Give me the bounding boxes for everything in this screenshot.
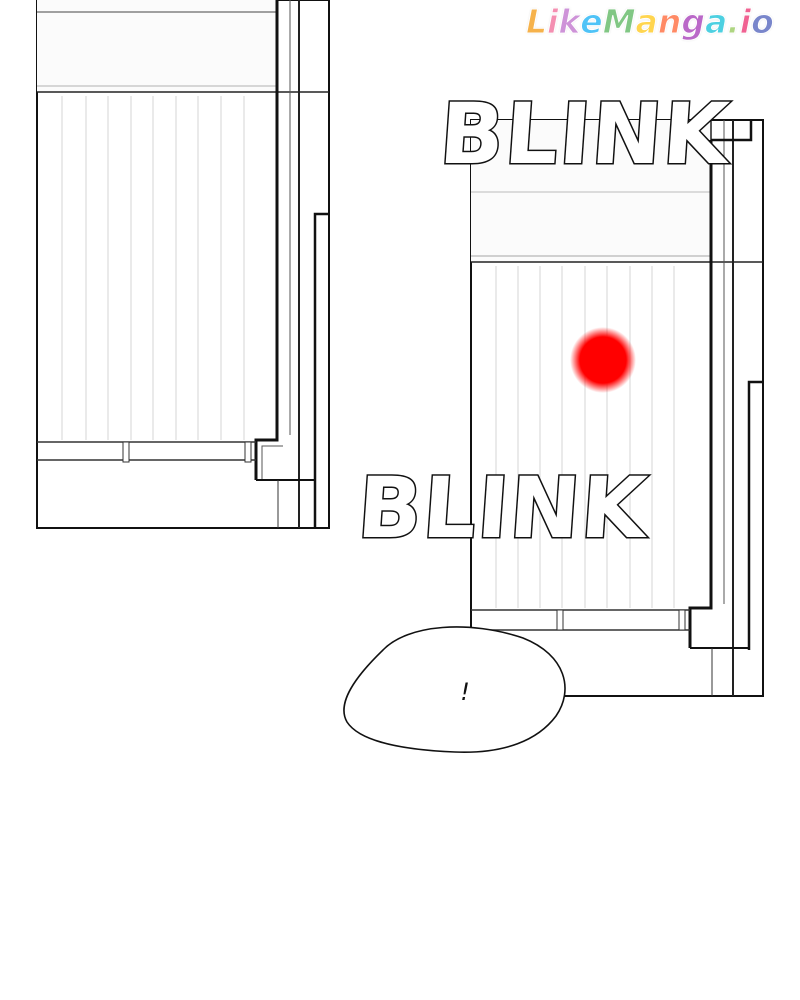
- red-light-icon: [570, 327, 636, 393]
- watermark-letter: n: [657, 2, 682, 42]
- watermark-letter: k: [558, 2, 581, 42]
- speech-bubble-text: !: [460, 678, 470, 706]
- watermark-letter: a: [704, 2, 728, 42]
- watermark-letter: .: [727, 2, 741, 42]
- watermark-letter: g: [681, 2, 706, 42]
- watermark-letter: L: [525, 2, 548, 42]
- watermark-letter: i: [739, 2, 752, 42]
- watermark-letter: a: [635, 2, 658, 42]
- sfx-blink-top: BLINK: [435, 84, 734, 185]
- watermark-letter: i: [547, 2, 559, 42]
- watermark-letter: e: [580, 2, 603, 42]
- watermark-letter: o: [751, 2, 775, 42]
- watermark-logo: LikeManga.io: [525, 0, 796, 44]
- watermark-letter: M: [602, 2, 636, 42]
- left-door-panel: [36, 0, 330, 529]
- right-door-panel: [470, 119, 764, 697]
- speech-bubble: [343, 626, 566, 753]
- sfx-blink-bottom: BLINK: [353, 458, 652, 559]
